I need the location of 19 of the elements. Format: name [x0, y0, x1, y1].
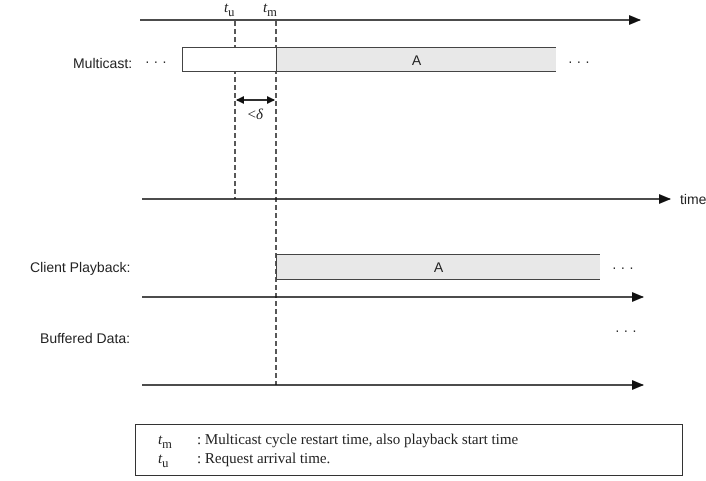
- time-marker-label: t$_{m}$: [263, 0, 277, 20]
- data-segment-bar: [276, 254, 600, 280]
- ellipsis: · · ·: [145, 53, 167, 69]
- segment-label: A: [434, 259, 444, 275]
- legend-text: : Multicast cycle restart time, also playback start time: [197, 432, 518, 448]
- ellipsis: · · ·: [612, 259, 634, 275]
- legend-text: : Request arrival time.: [197, 451, 330, 467]
- row-label: Buffered Data:: [40, 330, 130, 346]
- segment-label: A: [412, 52, 422, 68]
- row-label: Multicast:: [73, 55, 132, 71]
- row-label: Client Playback:: [30, 259, 130, 275]
- ellipsis: · · ·: [615, 322, 637, 338]
- ellipsis: · · ·: [568, 53, 590, 69]
- time-marker-label: t$_{u}$: [224, 0, 234, 20]
- axis-label: time: [680, 191, 706, 207]
- data-segment-bar: [276, 47, 556, 72]
- legend-symbol: t$_{u}$: [158, 451, 168, 471]
- legend-symbol: t$_{m}$: [158, 432, 172, 452]
- interval-label: <δ: [248, 107, 263, 123]
